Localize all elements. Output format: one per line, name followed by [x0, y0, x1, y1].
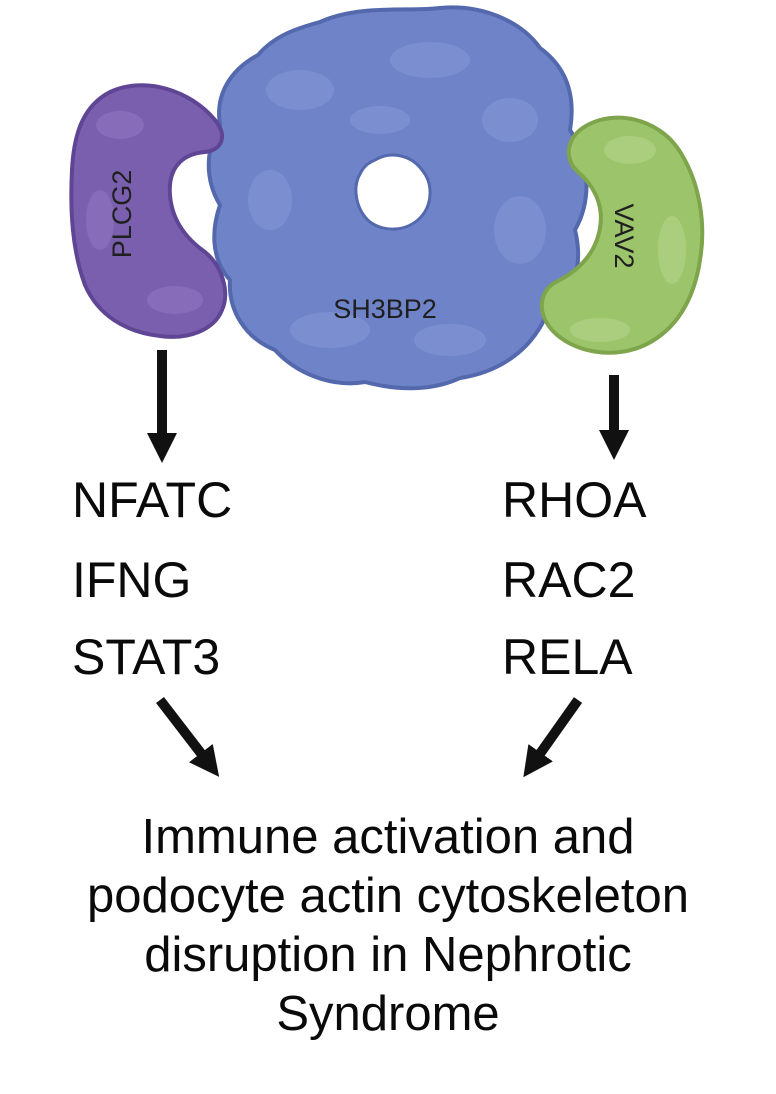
plcg2-shape: [69, 83, 228, 339]
vav2-protein: VAV2: [539, 115, 705, 355]
gene-ifng: IFNG: [72, 552, 192, 608]
plcg2-texture: [86, 111, 203, 314]
arrow-left-to-outcome: [156, 696, 220, 777]
vav2-texture: [570, 136, 686, 342]
gene-rac2: RAC2: [502, 552, 636, 608]
arrow-right-to-outcome: [523, 697, 583, 778]
outcome-line: Syndrome: [276, 987, 500, 1041]
sh3bp2-center-hole: [354, 153, 432, 231]
sh3bp2-protein: SH3BP2: [206, 5, 589, 391]
outcome-line: Immune activation and: [141, 810, 635, 864]
gene-rela: RELA: [502, 629, 633, 685]
outcome-line: disruption in Nephrotic: [144, 928, 632, 982]
outcome-text: Immune activation and podocyte actin cyt…: [0, 808, 776, 1044]
outcome-line: podocyte actin cytoskeleton: [87, 869, 689, 923]
gene-stat3: STAT3: [72, 629, 221, 685]
sh3bp2-texture: [248, 42, 546, 356]
gene-rhoa: RHOA: [502, 472, 647, 528]
sh3bp2-label: SH3BP2: [333, 294, 437, 324]
plcg2-protein: PLCG2: [69, 83, 228, 339]
vav2-shape: [539, 115, 705, 355]
gene-nfatc: NFATC: [72, 472, 233, 528]
vav2-label: VAV2: [609, 203, 639, 268]
plcg2-label: PLCG2: [107, 170, 137, 259]
